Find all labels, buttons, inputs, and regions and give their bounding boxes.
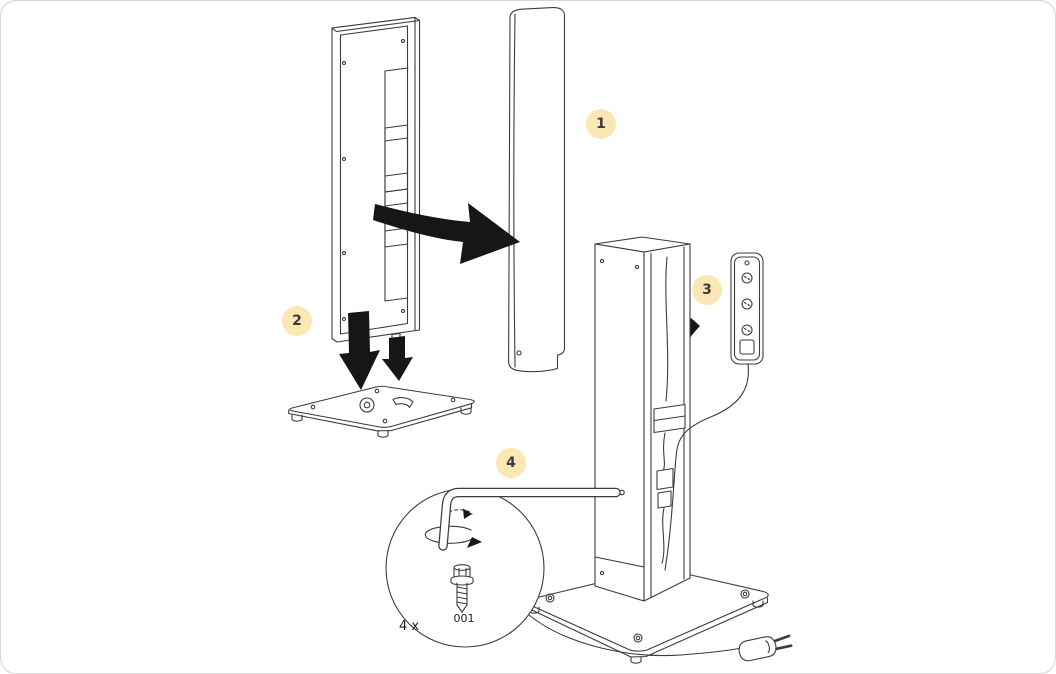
rotation-arrow-small-arc [448,509,473,515]
stand-column [594,236,691,602]
strip-outlet [741,298,753,310]
strip-mount-hole [744,260,750,266]
column-cable [661,507,665,564]
power-cord [528,614,743,657]
plate-foot [377,430,389,438]
power-strip [664,252,764,571]
step4-detail [385,487,621,648]
part-number-label: 001 [453,612,475,625]
arrow-step1-right [373,203,520,264]
column-cable [665,256,669,402]
cable-connector [657,490,672,509]
plate-foot [630,656,642,664]
arrow-step2-down-large [339,311,380,390]
plate-foot [752,600,764,608]
strip-outlet [741,272,753,284]
power-cord-and-plug [528,614,793,662]
back-panel-column [331,16,421,354]
front-cover-panel [508,7,566,373]
step-2-badge: 2 [282,306,312,336]
plate-foot [460,407,472,415]
plate-screw [740,589,750,599]
plate-screw [545,593,555,603]
plate-center-hole [359,397,375,413]
rotation-arrow-arc [424,525,473,544]
power-plug [738,634,793,662]
strip-outlet [741,324,753,336]
strip-switch [739,339,755,355]
plate-slot [392,397,414,409]
quantity-label: 4 x [399,619,420,634]
strip-cord [664,363,749,571]
cable-connector [656,467,674,491]
step-3-badge: 3 [692,275,722,305]
plate-screw [633,633,643,643]
hex-key-body [439,489,620,550]
base-plate-left [288,385,475,438]
step-4-badge: 4 [496,448,526,478]
cover-cable-hole [516,350,522,356]
rotation-arrow-small-head [463,508,472,519]
arrow-step2-down-small [382,336,413,381]
plate-foot [291,414,303,422]
screw [450,564,474,613]
column-cable [662,432,666,472]
step-1-badge: 1 [586,109,616,139]
rotation-arrow-head [467,537,482,548]
